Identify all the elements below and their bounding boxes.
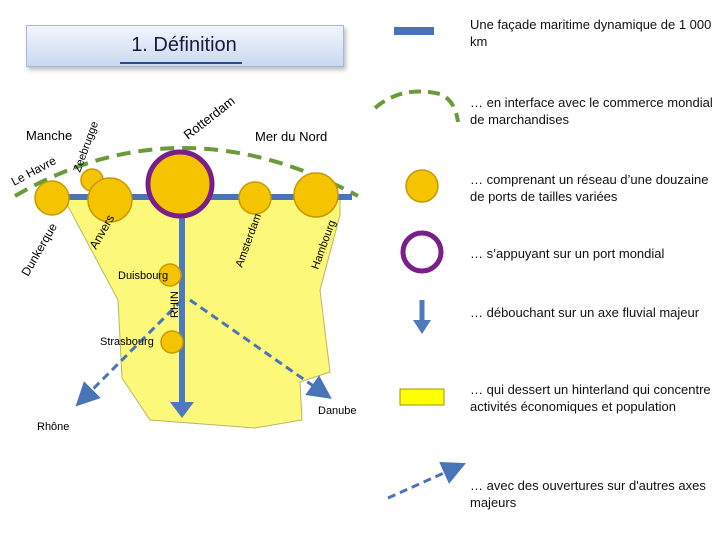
legend-text-hinterland: … qui dessert un hinterland qui concentr… [470,382,711,414]
label-danube: Danube [318,405,357,417]
label-dunkerque: Dunkerque [18,220,60,278]
label-rotterdam: Rotterdam [181,93,238,142]
label-mer-du-nord: Mer du Nord [255,129,327,144]
label-duisbourg: Duisbourg [118,270,168,282]
legend-green-dashed-arc [373,89,460,123]
legend-purple-ring [400,230,444,274]
port-amsterdam [238,181,272,215]
title-box [26,25,344,67]
label-strasbourg: Strasbourg [100,336,154,348]
legend-text-network: … comprenant un réseau d’une douzaine de… [470,172,709,204]
legend-yellow-circle [405,169,439,203]
page-title: 1. Définition [131,34,237,56]
legend-text-facade: Une façade maritime dynamique de 1 000 k… [470,17,712,49]
legend-blue-arrow-head [413,320,431,334]
city-duisbourg [158,263,182,287]
legend-text-world-port: … s’appuyant sur un port mondial [470,246,665,261]
danube-axis [189,298,332,399]
port-hambourg [293,172,339,218]
label-manche: Manche [26,128,72,143]
rhine-arrowhead [170,402,194,418]
port-dunkerque [34,180,70,216]
rhone-axis [75,298,184,407]
trade-interface-arc [13,146,359,198]
legend-text-river-axis: … débouchant sur un axe fluvial majeur [470,305,700,320]
port-anvers [87,177,133,223]
label-rhin: RHIN [169,291,181,318]
city-strasbourg [160,330,184,354]
legend-blue-dashed-arrow [387,461,466,500]
title-underline [120,62,242,64]
port-rotterdam-world-port [145,149,215,219]
legend-text-interface: … en interface avec le commerce mondial … [470,95,713,127]
legend-blue-bar [394,27,434,35]
legend-text-other-axes: … avec des ouvertures sur d'autres axes … [470,478,706,510]
label-rhone: Rhône [37,421,69,433]
hinterland-area [61,194,341,429]
legend-yellow-rectangle [399,388,445,406]
label-zeebrugge: Zeebrugge [72,120,101,174]
